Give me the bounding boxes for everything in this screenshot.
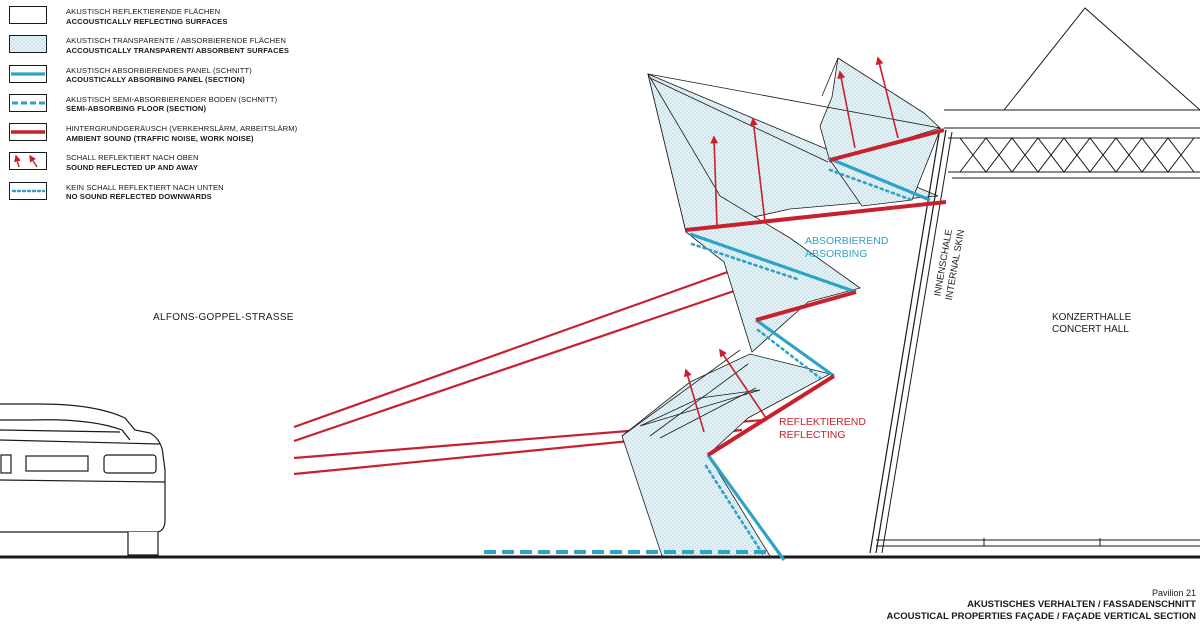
concert-hall-structure	[869, 7, 1200, 554]
legend-label-de: AKUSTISCH REFLEKTIERENDE FLÄCHEN	[66, 7, 221, 16]
legend-item: HINTERGRUNDGERÄUSCH (VERKEHRSLÄRM, ARBEI…	[8, 123, 348, 152]
title-block: Pavilion 21 AKUSTISCHES VERHALTEN / FASS…	[887, 587, 1196, 623]
legend-swatch-reflected-up	[9, 152, 47, 171]
absorbing-label: ABSORBIEREND ABSORBING	[805, 235, 888, 260]
legend-swatch-ambient-sound	[9, 123, 47, 142]
legend-label-en: ACCOUSTICALLY TRANSPARENT/ ABSORBENT SUR…	[66, 45, 290, 55]
title-english: ACOUSTICAL PROPERTIES FAÇADE / FAÇADE VE…	[886, 611, 1196, 622]
legend-label-de: HINTERGRUNDGERÄUSCH (VERKEHRSLÄRM, ARBEI…	[66, 124, 298, 134]
legend-label-de: AKUSTISCH TRANSPARENTE / ABSORBIERENDE F…	[66, 36, 286, 46]
concert-hall-label-de: KONZERTHALLE	[1052, 312, 1132, 323]
facade-shell-upper	[647, 57, 941, 353]
facade-outline-lines	[621, 57, 941, 439]
facade-shell-lower	[621, 353, 832, 557]
legend-label-en: NO SOUND REFLECTED DOWNWARDS	[66, 192, 212, 202]
legend-label-de: AKUSTISCH ABSORBIERENDES PANEL (SCHNITT)	[66, 65, 252, 75]
project-name: Pavilion 21	[1151, 588, 1196, 598]
semi-absorbing-dotted-lines	[690, 168, 914, 558]
legend-swatch-no-reflection-down	[9, 181, 47, 200]
legend-label-en: ACOUSTICALLY ABSORBING PANEL (SECTION)	[66, 75, 245, 85]
absorbing-label-en: ABSORBING	[805, 247, 868, 260]
legend-label-en: SEMI-ABSORBING FLOOR (SECTION)	[66, 104, 207, 114]
legend-label-de: AKUSTISCH SEMI-ABSORBIERENDER BODEN (SCH…	[66, 94, 278, 104]
concert-hall-label-en: CONCERT HALL	[1052, 324, 1129, 335]
reflecting-panels	[685, 128, 947, 457]
legend-label-en: ACCOUSTICALLY REFLECTING SURFACES	[66, 16, 228, 26]
legend-swatch-reflecting	[9, 6, 47, 24]
legend-item: AKUSTISCH SEMI-ABSORBIERENDER BODEN (SCH…	[8, 93, 348, 123]
legend-label-de: SCHALL REFLEKTIERT NACH OBEN	[66, 153, 199, 163]
legend-item: AKUSTISCH ABSORBIERENDES PANEL (SCHNITT)…	[8, 64, 348, 94]
legend-label-de: KEIN SCHALL REFLEKTIERT NACH UNTEN	[66, 182, 224, 192]
legend-item: AKUSTISCH TRANSPARENTE / ABSORBIERENDE F…	[8, 35, 348, 64]
legend-label-en: AMBIENT SOUND (TRAFFIC NOISE, WORK NOISE…	[66, 133, 254, 143]
reflected-sound-arrows	[683, 56, 899, 433]
absorbing-panels	[689, 156, 931, 561]
concert-hall-label: KONZERTHALLE CONCERT HALL	[1052, 312, 1131, 336]
car-drawing	[0, 403, 166, 556]
street-label: ALFONS-GOPPEL-STRASSE	[153, 312, 294, 323]
reflecting-label: REFLEKTIEREND REFLECTING	[779, 416, 866, 441]
title-german: AKUSTISCHES VERHALTEN / FASSADENSCHNITT	[967, 599, 1196, 610]
legend-swatch-semi-absorbing-floor	[9, 93, 47, 112]
reflecting-label-de: REFLEKTIEREND	[779, 416, 866, 428]
legend-swatch-absorbing-panel	[9, 64, 47, 83]
legend-label-en: SOUND REFLECTED UP AND AWAY	[66, 163, 199, 173]
reflecting-label-en: REFLECTING	[779, 428, 846, 441]
absorbing-label-de: ABSORBIEREND	[805, 235, 889, 247]
legend-swatch-transparent	[9, 35, 47, 54]
